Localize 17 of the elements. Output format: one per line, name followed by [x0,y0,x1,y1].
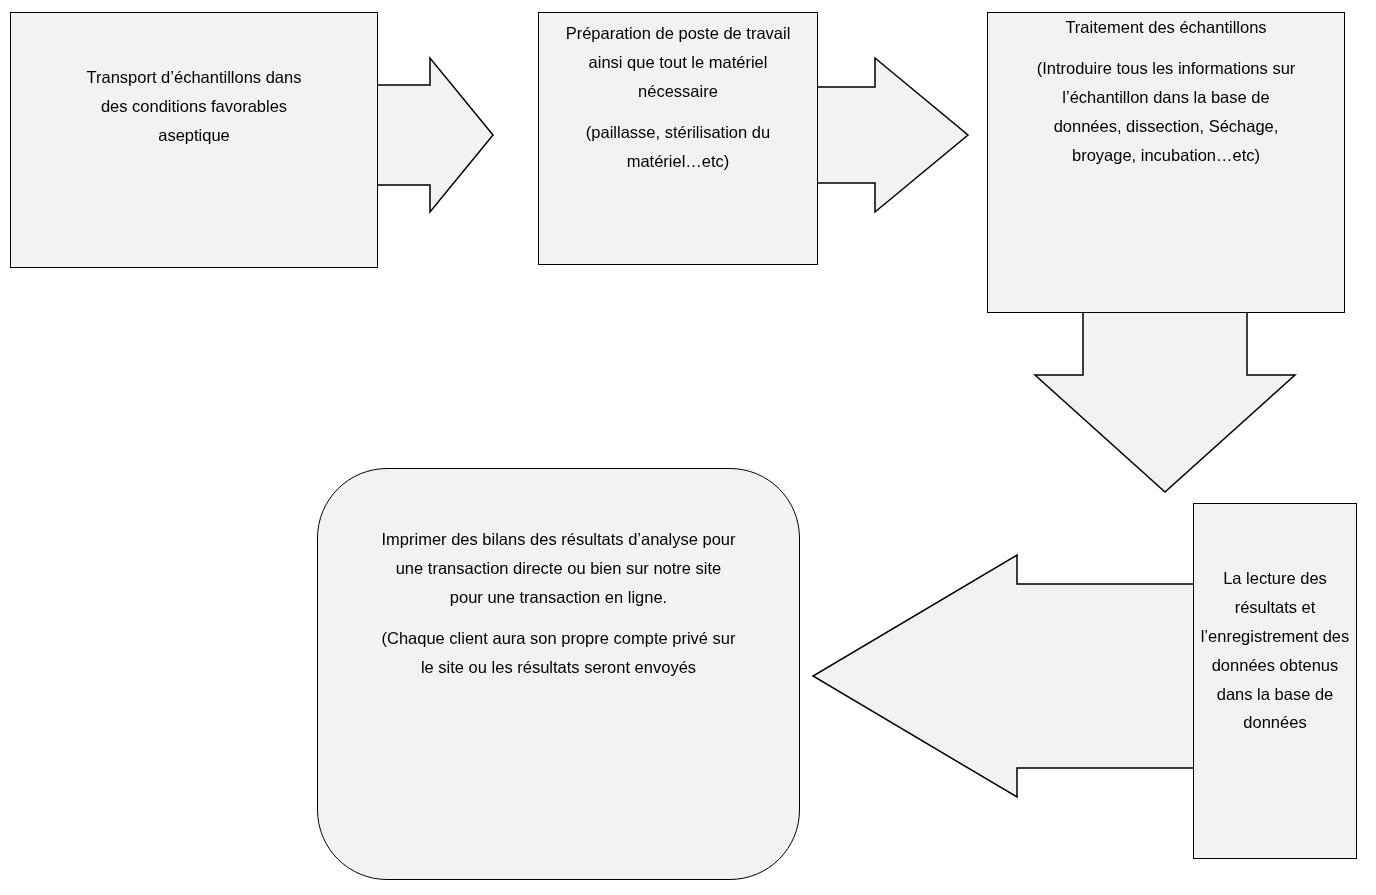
box-text: Imprimer des bilans des résultats d’analyse pour une transaction directe ou bien sur notre site pour une transaction en ligne. [380,529,737,608]
process-box [987,12,1345,313]
block-arrow [811,553,1194,799]
block-arrow [1033,312,1297,493]
block-arrow [377,55,494,215]
box-text: (Chaque client aura son propre compte privé sur le site ou les résultats seront envoyés [380,627,737,678]
rounded-process-box [317,468,800,880]
box-text: (paillasse, stérilisation du matériel…etc) [584,121,772,172]
box-text: Transport d’échantillons dans des conditions favorables aseptique [85,67,303,146]
box-text: Traitement des échantillons [1065,17,1267,38]
box-text: La lecture des résultats et l’enregistrement des données obtenus dans la base de données [1199,568,1351,734]
process-box [10,12,378,268]
process-box [538,12,818,265]
process-box [1193,503,1357,859]
box-text: (Introduire tous les informations sur l’échantillon dans la base de données, dissection, Séchage, broyage, incubation…etc) [1035,57,1297,166]
box-text: Préparation de poste de travail ainsi que tout le matériel nécessaire [564,23,792,102]
block-arrow [817,56,970,214]
